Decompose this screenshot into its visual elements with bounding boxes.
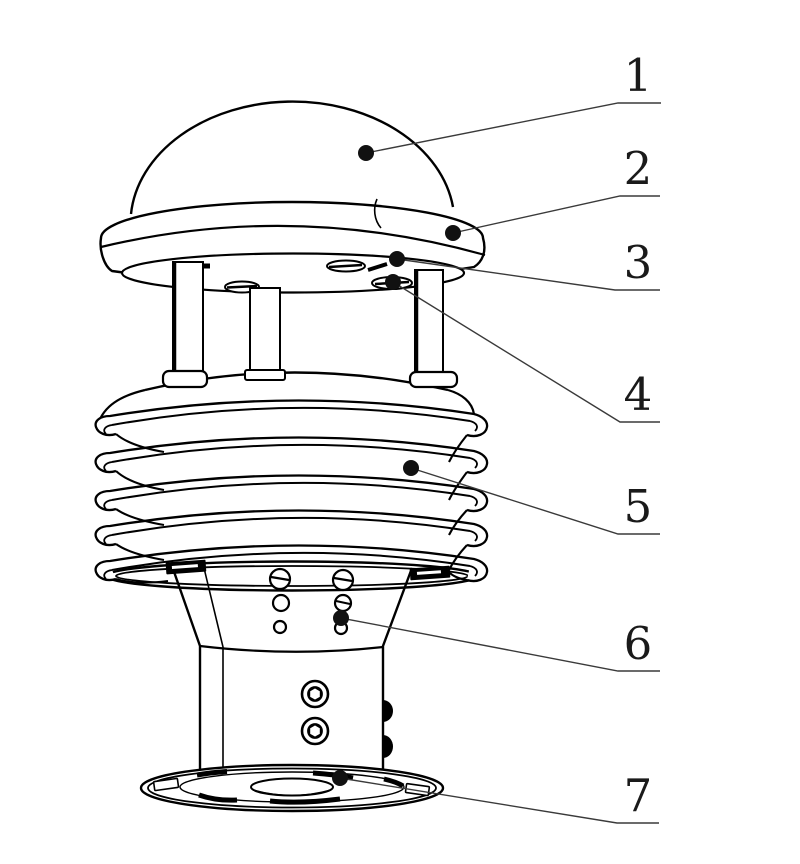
- leader-4: [392, 281, 660, 423]
- disc-clamp-right: [409, 565, 451, 581]
- disc-clamp-left: [165, 559, 207, 575]
- leader-2: [452, 195, 660, 234]
- leader-3: [396, 258, 660, 291]
- callout-label-4: 4: [624, 368, 653, 421]
- callout-dots: [332, 145, 461, 786]
- callout-label-7: 7: [624, 769, 653, 822]
- louver-plates: [94, 436, 489, 548]
- callout-labels: 1 2 3 4 5 6 7: [624, 49, 653, 822]
- support-posts: [172, 261, 444, 374]
- post-feet: [161, 369, 459, 389]
- flange-notch-right: [404, 782, 431, 797]
- louver-4: [94, 509, 489, 548]
- louver-2: [94, 436, 489, 475]
- flange-notch-left: [152, 777, 180, 792]
- post-middle: [249, 287, 281, 373]
- under-plate: [120, 252, 466, 294]
- plate-screw-right-upper: [326, 259, 388, 273]
- leader-5: [410, 467, 660, 535]
- callout-leaders: [339, 102, 661, 824]
- louver-5: [94, 544, 489, 583]
- leader-7: [339, 777, 659, 824]
- ring-seam-line: [373, 198, 382, 229]
- dome: [129, 100, 455, 215]
- leader-1: [365, 102, 661, 154]
- callout-label-5: 5: [624, 480, 653, 533]
- housing-joint-line: [199, 644, 384, 653]
- side-connector-bumps: [383, 700, 393, 758]
- hex-socket-screws: [300, 679, 330, 746]
- callout-label-2: 2: [624, 142, 653, 195]
- louver-sweep-lines: [115, 433, 468, 584]
- leader-6: [340, 617, 660, 672]
- post-right: [414, 269, 444, 374]
- callout-label-1: 1: [624, 49, 653, 102]
- lower-housing: [170, 565, 414, 772]
- louver-3: [94, 474, 489, 513]
- base-flange: [139, 763, 445, 813]
- callout-label-3: 3: [624, 236, 653, 289]
- post-left: [172, 261, 204, 373]
- taper-screw-holes: [268, 567, 355, 636]
- housing-inner-edge: [203, 567, 224, 770]
- callout-label-6: 6: [624, 617, 653, 670]
